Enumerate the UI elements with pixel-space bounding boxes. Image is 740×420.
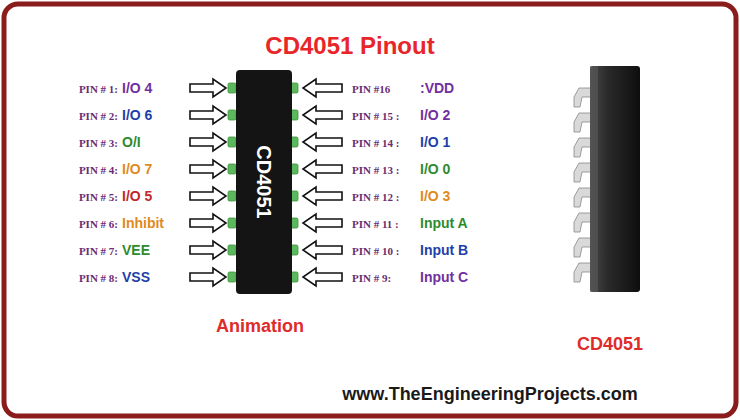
pin-name-wrap: :VDD xyxy=(420,79,454,97)
pin-label: PIN # 5: xyxy=(79,191,118,203)
frame-border xyxy=(4,4,736,416)
pin-label: PIN # 12 : xyxy=(352,191,399,203)
pin-label: PIN # 6: xyxy=(79,218,118,230)
website-url: www.TheEngineeringProjects.com xyxy=(342,384,637,404)
pin-name-wrap: I/O 7 xyxy=(122,160,152,178)
pin-label-wrap: PIN # 2: xyxy=(20,106,118,125)
pin-label-wrap: PIN # 13 : xyxy=(352,160,399,179)
pin-name-wrap: I/O 2 xyxy=(420,106,450,124)
pin-name: I/O 6 xyxy=(122,107,152,123)
photo-caption: CD4051 xyxy=(577,334,643,354)
pin-name: I/O 7 xyxy=(122,161,152,177)
chip-body: CD4051 xyxy=(236,70,292,294)
pin-label-wrap: PIN # 8: xyxy=(20,268,118,287)
pin-label-wrap: PIN # 9: xyxy=(352,268,391,287)
pin-label-wrap: PIN # 14 : xyxy=(352,133,399,152)
pin-name: O/I xyxy=(122,134,141,150)
pin-label: PIN # 15 : xyxy=(352,110,399,122)
caption-text-wrap: Animation xyxy=(160,317,360,336)
pin-label: PIN # 9: xyxy=(352,272,391,284)
pin-label-wrap: PIN # 1: xyxy=(20,79,118,98)
pin-label-wrap: PIN # 11 : xyxy=(352,214,399,233)
caption-text: Animation xyxy=(216,316,304,336)
pin-name-wrap: I/O 3 xyxy=(420,187,450,205)
pin-name-wrap: I/O 5 xyxy=(122,187,152,205)
pin-name: I/O 1 xyxy=(420,134,450,150)
pin-label: PIN # 7: xyxy=(79,245,118,257)
pin-name: I/O 4 xyxy=(122,80,152,96)
pin-name-wrap: I/O 4 xyxy=(122,79,152,97)
pin-label: PIN # 1: xyxy=(79,83,118,95)
website-url-wrap: www.TheEngineeringProjects.com xyxy=(250,385,730,404)
right-arrows xyxy=(303,79,342,286)
pin-name-wrap: Input B xyxy=(420,241,468,259)
pin-label: PIN #16 xyxy=(352,83,390,95)
chip-photo xyxy=(574,66,640,292)
pin-label: PIN # 3: xyxy=(79,137,118,149)
pin-name: Inhibit xyxy=(122,215,164,231)
pin-name: Input A xyxy=(420,215,468,231)
pin-label: PIN # 8: xyxy=(79,272,118,284)
pin-name-wrap: I/O 1 xyxy=(420,133,450,151)
pin-name-wrap: Input C xyxy=(420,268,468,286)
pin-name-wrap: I/O 0 xyxy=(420,160,450,178)
pin-label-wrap: PIN # 6: xyxy=(20,214,118,233)
pin-name-wrap: O/I xyxy=(122,133,141,151)
pin-label-wrap: PIN # 7: xyxy=(20,241,118,260)
pin-name: I/O 3 xyxy=(420,188,450,204)
pin-name: I/O 2 xyxy=(420,107,450,123)
pin-label: PIN # 4: xyxy=(79,164,118,176)
pin-label-wrap: PIN # 10 : xyxy=(352,241,399,260)
pin-name: Input C xyxy=(420,269,468,285)
pin-label-wrap: PIN # 12 : xyxy=(352,187,399,206)
pin-label: PIN # 14 : xyxy=(352,137,399,149)
pin-label-wrap: PIN # 15 : xyxy=(352,106,399,125)
pin-name-wrap: VSS xyxy=(122,268,150,286)
photo-caption-wrap: CD4051 xyxy=(530,335,690,354)
pin-label: PIN # 10 : xyxy=(352,245,399,257)
pin-name: VSS xyxy=(122,269,150,285)
title: CD4051 Pinout xyxy=(265,32,434,59)
left-arrows xyxy=(190,79,226,286)
pin-name: VEE xyxy=(122,242,150,258)
pin-name-wrap: I/O 6 xyxy=(122,106,152,124)
pin-label-wrap: PIN #16 xyxy=(352,79,390,98)
chip-label: CD4051 xyxy=(253,145,275,218)
pin-label-wrap: PIN # 4: xyxy=(20,160,118,179)
pin-name-wrap: Input A xyxy=(420,214,468,232)
pin-name: :VDD xyxy=(420,80,454,96)
pin-name: Input B xyxy=(420,242,468,258)
pin-name: I/O 0 xyxy=(420,161,450,177)
pin-label: PIN # 11 : xyxy=(352,218,399,230)
pin-label-wrap: PIN # 5: xyxy=(20,187,118,206)
pin-label-wrap: PIN # 3: xyxy=(20,133,118,152)
pin-name-wrap: Inhibit xyxy=(122,214,164,232)
pin-name-wrap: VEE xyxy=(122,241,150,259)
pin-name: I/O 5 xyxy=(122,188,152,204)
pin-label: PIN # 2: xyxy=(79,110,118,122)
pin-label: PIN # 13 : xyxy=(352,164,399,176)
title-wrap: CD4051 Pinout xyxy=(150,32,550,63)
